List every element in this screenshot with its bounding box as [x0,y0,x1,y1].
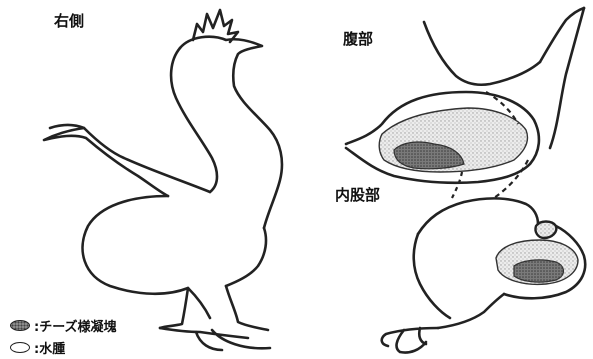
chicken-inner-thigh [382,198,585,352]
thigh-cheese-clot [514,260,564,282]
thigh-foot [382,328,438,353]
edema-swatch-icon [10,342,30,353]
label-right-side: 右側 [54,10,84,31]
abdomen-leg-upper [424,22,540,85]
chicken-right-side [44,10,282,350]
legend-item-cheese-clot: :チーズ様凝塊 [10,316,117,335]
thigh-leg-lower [438,294,504,328]
foot [160,328,270,350]
back-and-tail [226,228,266,286]
cheese-clot-swatch-icon [10,320,30,331]
label-abdomen: 腹部 [343,28,373,49]
thigh-outline-upper [418,198,538,234]
legend-label-cheese-clot: :チーズ様凝塊 [34,316,117,335]
abdomen-back-right [550,8,584,148]
neck-back [171,48,217,192]
chicken-abdomen [346,8,584,198]
legend-label-edema: :水腫 [34,338,65,357]
thigh [226,286,268,330]
wing [44,128,210,196]
thigh-outline-left [414,234,450,318]
label-inner-thigh: 内股部 [335,184,380,205]
wing-lower [50,125,84,128]
breast-and-body [83,196,210,318]
legend-item-edema: :水腫 [10,338,65,357]
abdomen-dashed-line-2 [452,172,462,198]
